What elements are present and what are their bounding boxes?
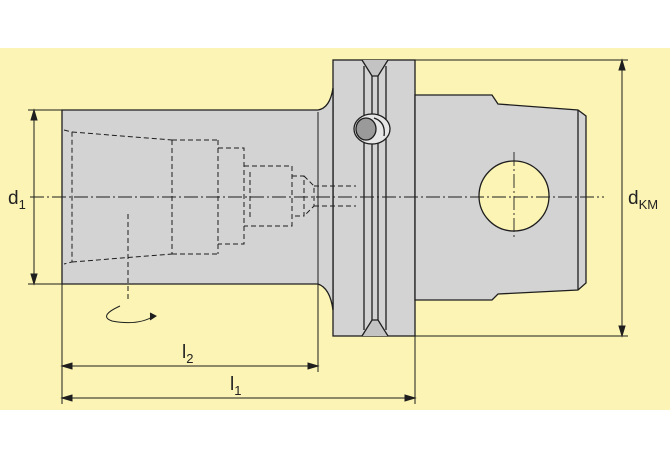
label-dkm: dKM xyxy=(628,188,658,212)
flange-v-groove xyxy=(361,59,389,337)
label-d1-main: d xyxy=(8,188,19,209)
label-l1-sub: 1 xyxy=(234,383,241,398)
center-lines xyxy=(30,152,604,240)
label-l2-sub: 2 xyxy=(186,351,193,366)
label-dkm-main: d xyxy=(628,188,639,209)
flange-collar xyxy=(332,59,416,337)
dimension-lines xyxy=(28,58,628,404)
label-l1: l1 xyxy=(230,374,241,398)
label-d1-sub: 1 xyxy=(19,197,26,212)
cylindrical-shank xyxy=(61,87,334,311)
label-d1: d1 xyxy=(8,188,26,212)
label-l1-main: l xyxy=(230,374,234,395)
label-l2-main: l xyxy=(182,342,186,363)
rotation-direction-icon xyxy=(106,305,157,324)
label-dkm-sub: KM xyxy=(639,197,659,212)
retention-ball xyxy=(353,113,391,145)
label-l2: l2 xyxy=(182,342,193,366)
